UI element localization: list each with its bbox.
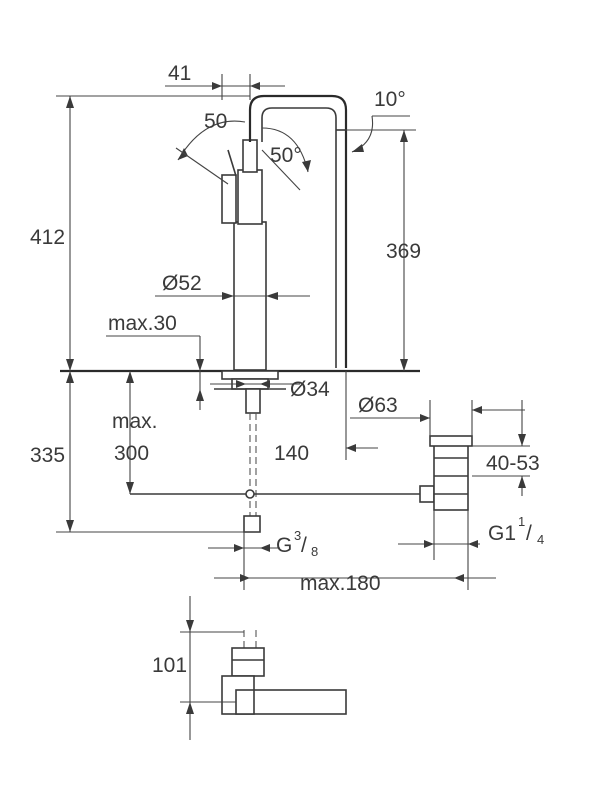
- label-max: max.: [112, 410, 158, 433]
- label-140: 140: [274, 442, 309, 465]
- label-300: 300: [114, 442, 149, 465]
- label-34: Ø34: [290, 378, 330, 401]
- label-63: Ø63: [358, 394, 398, 417]
- drain-pipe: [130, 435, 473, 511]
- supply-hose: [243, 388, 261, 533]
- dim-41: [165, 74, 285, 100]
- dim-335: [56, 371, 260, 533]
- label-g38: G 3 / 8: [276, 528, 318, 559]
- label-41: 41: [168, 62, 191, 85]
- label-412: 412: [30, 226, 65, 249]
- dim-max300: [126, 371, 134, 494]
- label-101: 101: [152, 654, 187, 677]
- label-335: 335: [30, 444, 65, 467]
- dim-g114: [398, 510, 480, 590]
- base-flange: [214, 370, 286, 390]
- label-g114: G1 1 / 4: [488, 514, 544, 547]
- svg-text:/: /: [526, 522, 532, 545]
- side-view-lever: [221, 630, 347, 715]
- label-10deg: 10°: [374, 88, 406, 111]
- dim-50deg-arcs: [175, 120, 311, 191]
- svg-text:/: /: [301, 534, 307, 557]
- dim-412: [56, 95, 250, 371]
- dim-52: [155, 292, 310, 300]
- label-50-left: 50: [204, 110, 227, 133]
- dim-10deg: [351, 115, 410, 153]
- dim-34: [210, 380, 300, 388]
- svg-text:1: 1: [518, 514, 525, 529]
- label-max180: max.180: [300, 572, 381, 595]
- faucet-body: [221, 94, 348, 371]
- label-max30: max.30: [108, 312, 177, 335]
- dim-101: [180, 596, 244, 740]
- dim-140: [345, 371, 378, 460]
- dim-max180: [214, 574, 496, 582]
- dim-40-53: [472, 400, 530, 496]
- svg-text:G1: G1: [488, 522, 516, 545]
- label-52: Ø52: [162, 272, 202, 295]
- dim-g38: [208, 532, 280, 590]
- dim-369: [346, 129, 416, 371]
- dim-63: [350, 400, 525, 436]
- svg-text:G: G: [276, 534, 292, 557]
- dim-max30: [106, 335, 204, 410]
- svg-text:3: 3: [294, 528, 301, 543]
- label-369: 369: [386, 240, 421, 263]
- svg-text:8: 8: [311, 544, 318, 559]
- label-50deg: 50°: [270, 144, 302, 167]
- svg-text:4: 4: [537, 532, 544, 547]
- label-40-53: 40-53: [486, 452, 540, 475]
